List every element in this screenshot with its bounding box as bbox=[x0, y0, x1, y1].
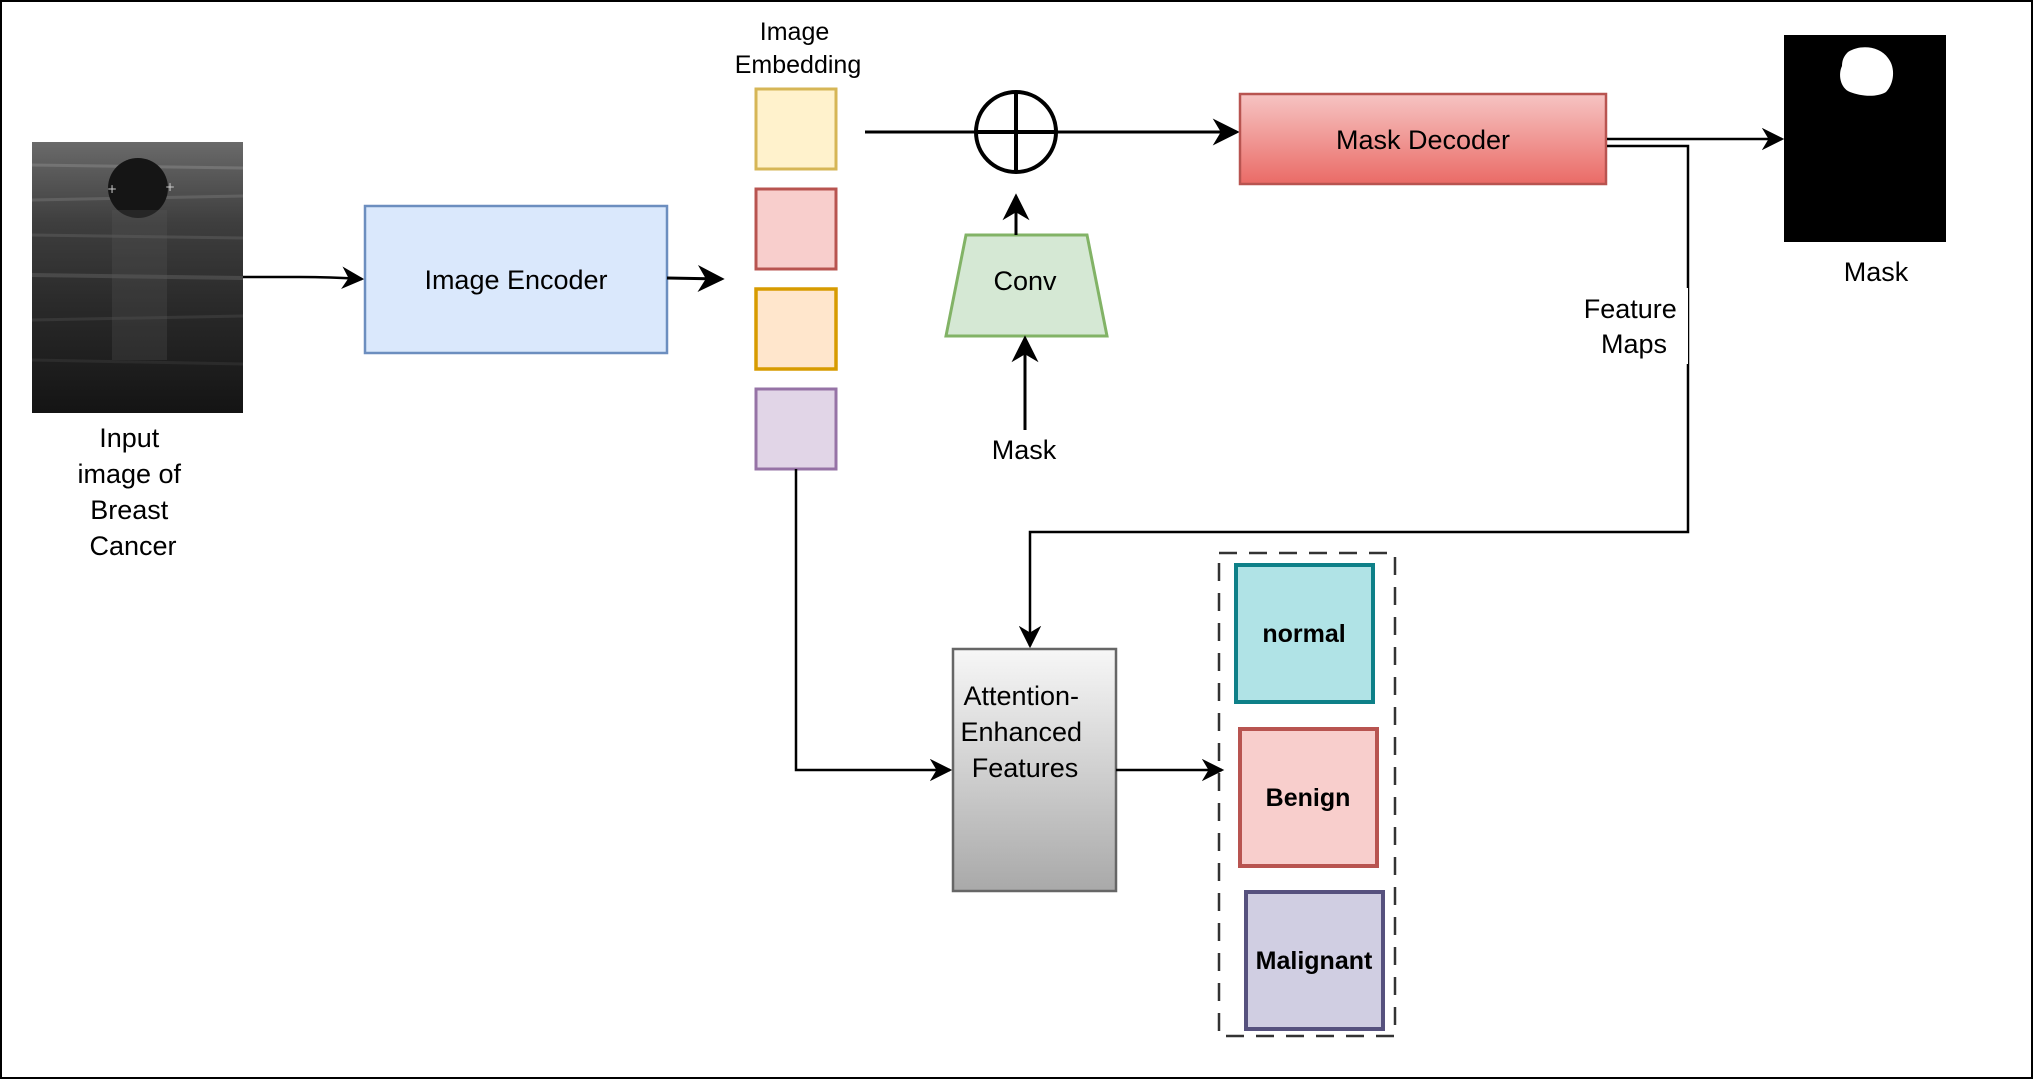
class-normal-label: normal bbox=[1262, 620, 1345, 648]
mask-output-label: Mask bbox=[1844, 257, 1909, 287]
arrow-embedding-to-attention bbox=[794, 469, 953, 782]
embedding-block-purple bbox=[754, 387, 838, 471]
class-malignant-box bbox=[1244, 890, 1385, 1031]
conv-block bbox=[944, 233, 1109, 338]
embedding-block-yellow bbox=[754, 87, 838, 171]
class-malignant-label: Malignant bbox=[1256, 947, 1373, 975]
mask-decoder-label: Mask Decoder bbox=[1336, 125, 1510, 155]
embedding-block-red bbox=[754, 187, 838, 271]
attention-features-label: Attention- Enhanced Features bbox=[960, 681, 1089, 783]
mask-input-label: Mask bbox=[992, 435, 1057, 465]
sum-operator-icon bbox=[974, 90, 1058, 174]
embedding-block-orange bbox=[754, 287, 838, 371]
attention-features-box bbox=[951, 647, 1118, 893]
image-encoder-box bbox=[363, 204, 669, 355]
feature-maps-label: Feature Maps bbox=[1584, 294, 1685, 359]
svg-text:+: + bbox=[107, 182, 117, 196]
arrow-encoder-to-embedding bbox=[666, 265, 725, 293]
image-embedding-label: Image Embedding bbox=[735, 18, 861, 79]
image-encoder-label: Image Encoder bbox=[424, 265, 607, 295]
feature-maps-label-bg bbox=[1578, 288, 1688, 364]
arrow-input-to-encoder bbox=[243, 266, 365, 289]
arrow-feature-maps-to-attention bbox=[1018, 144, 1690, 649]
input-ultrasound-image: + + bbox=[31, 142, 244, 413]
conv-label: Conv bbox=[993, 266, 1057, 296]
output-mask-image bbox=[1784, 35, 1946, 242]
class-benign-box bbox=[1238, 727, 1379, 868]
mask-decoder-box bbox=[1238, 92, 1608, 186]
input-image-label: Input image of Breast Cancer bbox=[77, 423, 188, 561]
class-benign-label: Benign bbox=[1266, 784, 1351, 812]
class-normal-box bbox=[1234, 563, 1375, 704]
svg-text:+: + bbox=[165, 180, 175, 194]
